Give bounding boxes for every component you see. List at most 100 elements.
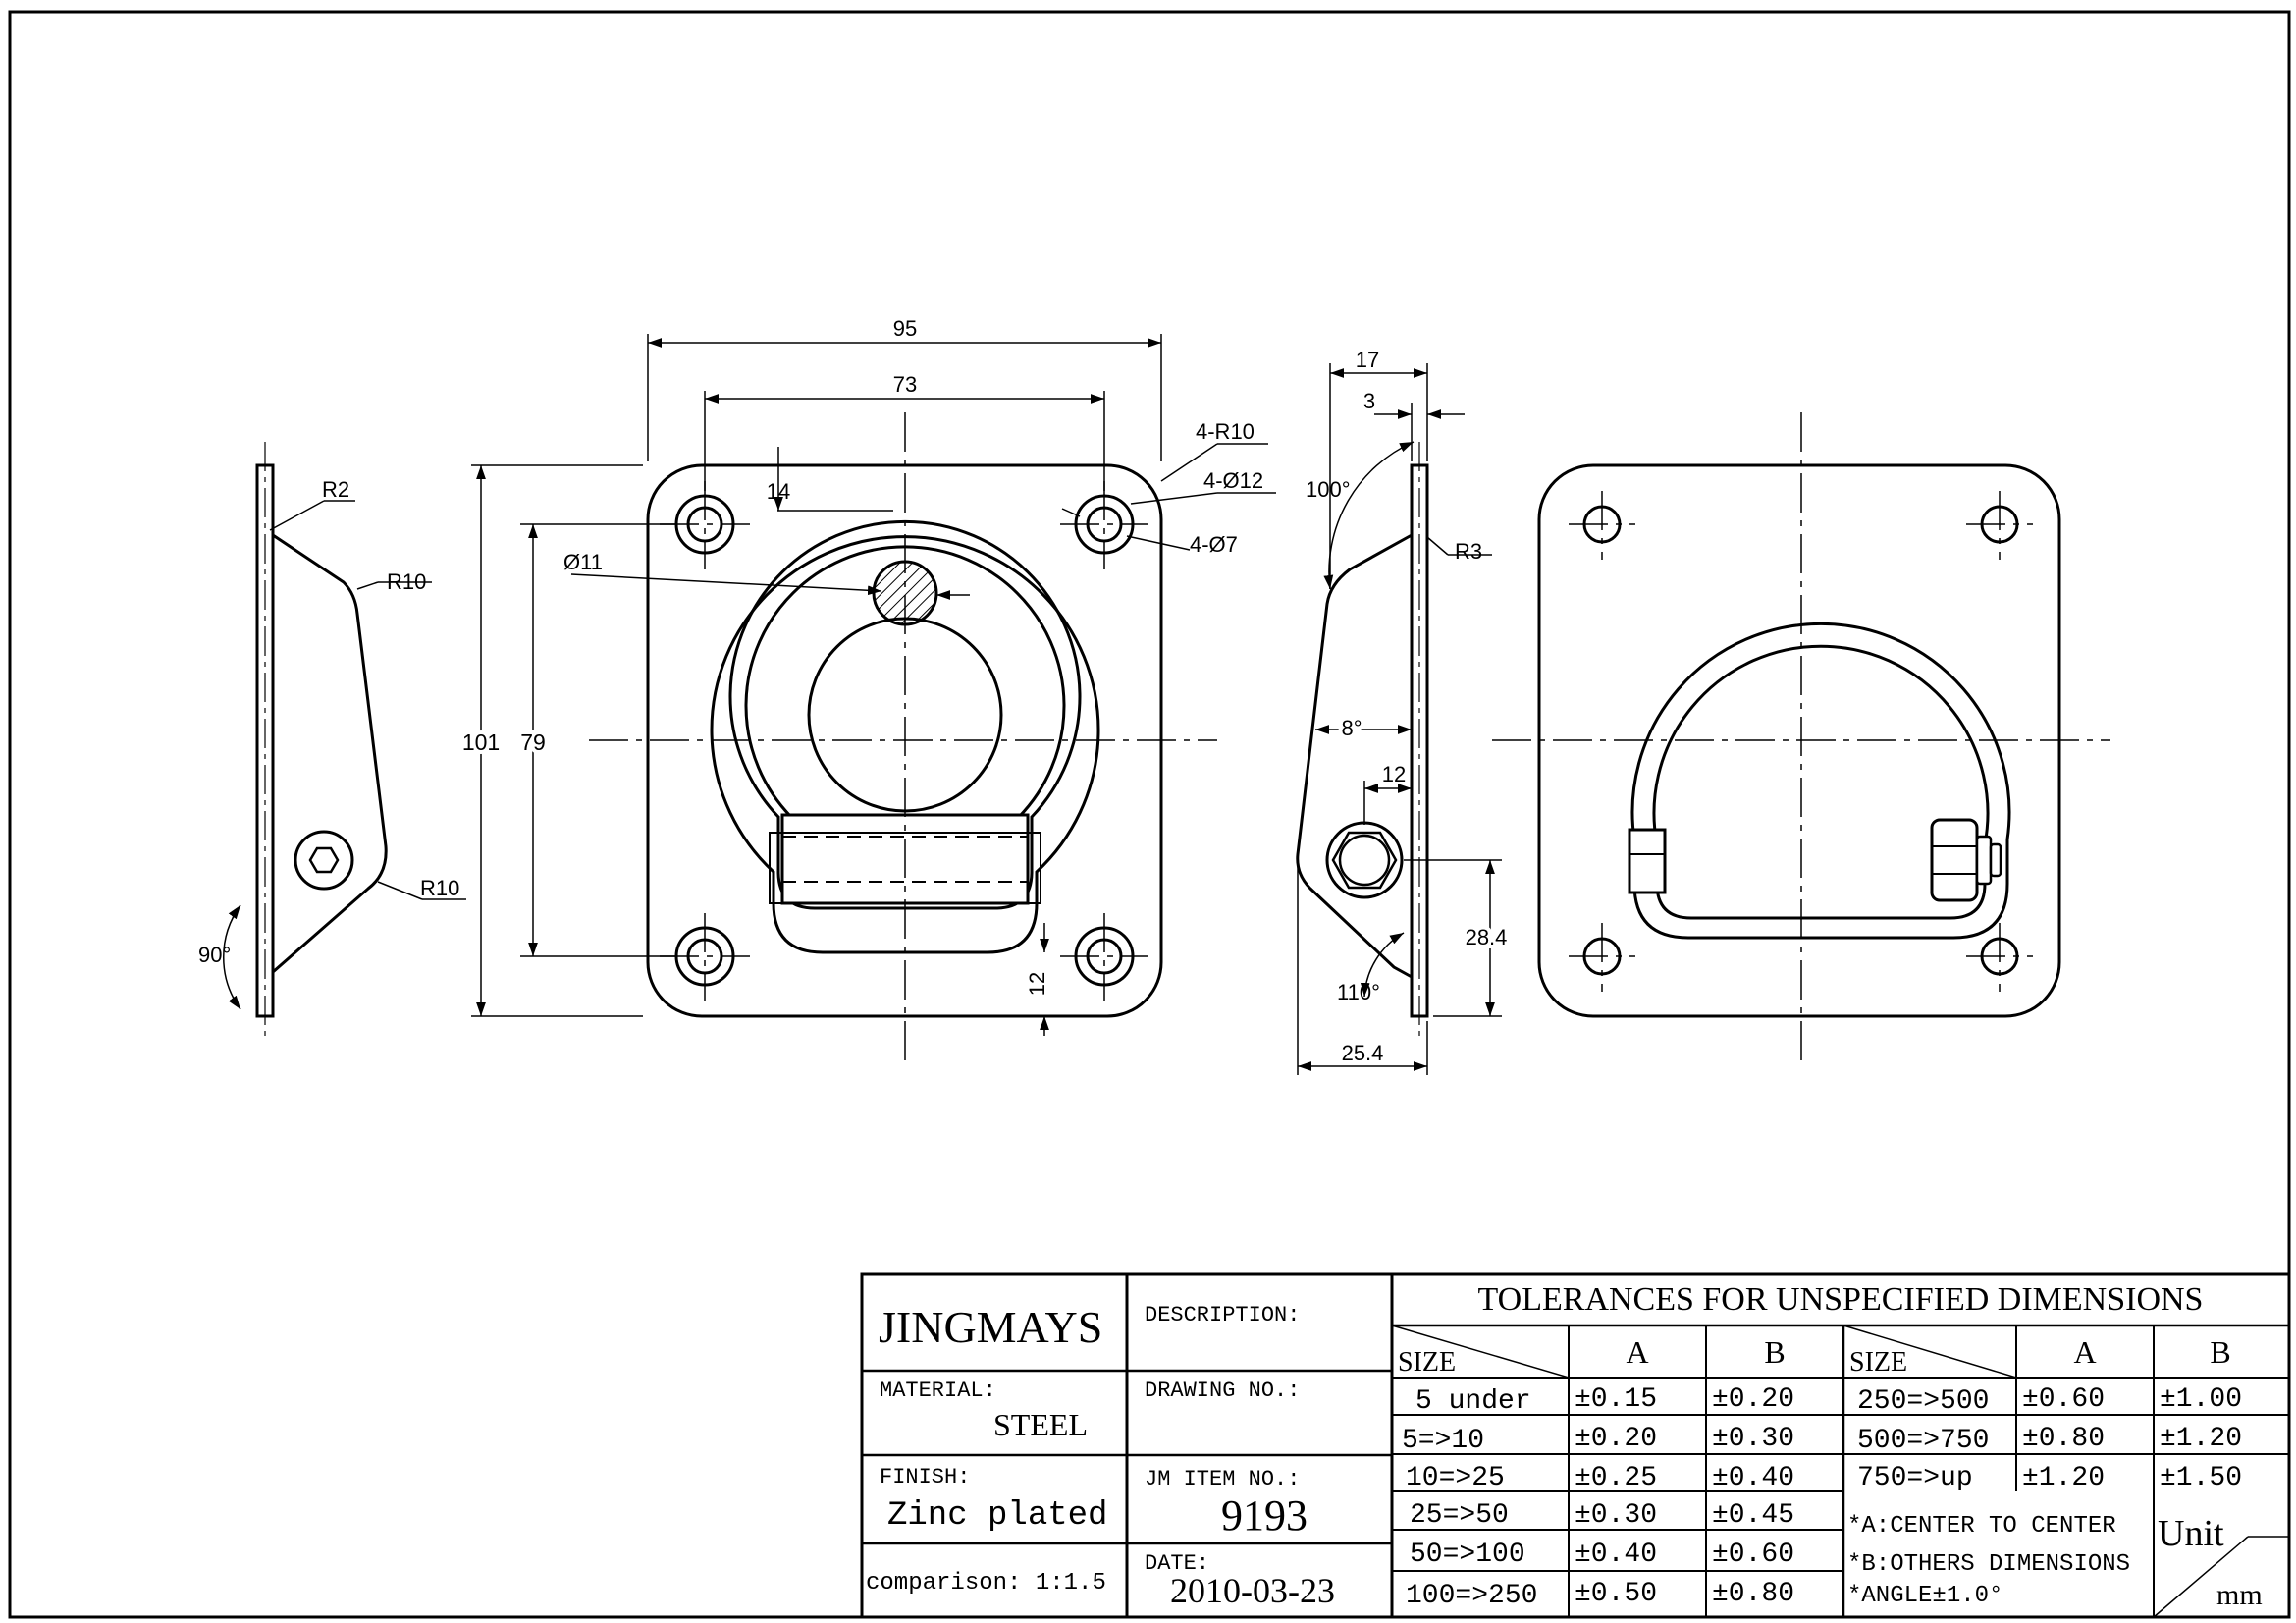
dim-r10-top: R10 xyxy=(387,569,426,594)
date-label: DATE: xyxy=(1145,1551,1209,1576)
side-dimensions xyxy=(1297,363,1502,1075)
dim-3: 3 xyxy=(1363,389,1375,413)
front-recess-outline xyxy=(710,535,1100,954)
a-header-right: A xyxy=(2073,1334,2096,1370)
front-centerlines xyxy=(589,412,1217,1062)
rear-nut-body xyxy=(1930,818,1979,902)
dim-79: 79 xyxy=(520,730,546,755)
finish-label: FINISH: xyxy=(880,1465,970,1489)
description-label: DESCRIPTION: xyxy=(1145,1303,1300,1327)
unit-label: Unit xyxy=(2158,1513,2224,1554)
title-block-text: JINGMAYS DESCRIPTION: MATERIAL: STEEL DR… xyxy=(866,1281,2263,1611)
front-dimension-labels: 95 73 14 4-R10 4-Ø12 4-Ø7 Ø11 101 79 12 xyxy=(458,316,1263,996)
dim-r3: R3 xyxy=(1455,539,1482,564)
left-bolt-hex xyxy=(308,846,340,874)
tol-left-b-1: ±0.30 xyxy=(1712,1424,1794,1454)
note-others-dimensions: *B:OTHERS DIMENSIONS xyxy=(1847,1551,2130,1578)
tol-left-size-2: 10=>25 xyxy=(1406,1463,1505,1493)
dim-28-4: 28.4 xyxy=(1466,925,1508,949)
left-bracket-profile xyxy=(272,533,388,974)
item-no-label: JM ITEM NO.: xyxy=(1145,1467,1300,1491)
rear-nut-cap xyxy=(1975,835,1993,886)
finish-value: Zinc plated xyxy=(887,1497,1107,1535)
left-side-labels: R2 R10 R10 90° xyxy=(198,477,459,967)
dim-12-bolt: 12 xyxy=(1382,762,1406,786)
material-value: STEEL xyxy=(993,1407,1088,1442)
tol-left-b-5: ±0.80 xyxy=(1712,1579,1794,1609)
side-bolt-outer xyxy=(1325,821,1404,899)
dim-95: 95 xyxy=(893,316,917,341)
rear-ring-inner xyxy=(1652,644,1990,920)
tol-left-a-2: ±0.25 xyxy=(1575,1463,1657,1493)
dim-90deg: 90° xyxy=(198,943,231,967)
left-side-view xyxy=(223,442,466,1036)
tol-right-a-1: ±0.80 xyxy=(2022,1424,2105,1454)
tol-right-b-0: ±1.00 xyxy=(2160,1384,2242,1415)
tol-right-size-0: 250=>500 xyxy=(1857,1386,1989,1417)
side-bolt-inner xyxy=(1338,834,1391,887)
tol-right-a-0: ±0.60 xyxy=(2022,1384,2105,1415)
material-label: MATERIAL: xyxy=(880,1379,996,1403)
dim-101: 101 xyxy=(462,730,500,755)
dim-4d12: 4-Ø12 xyxy=(1203,468,1263,493)
tol-right-size-1: 500=>750 xyxy=(1857,1426,1989,1456)
tol-left-size-5: 100=>250 xyxy=(1406,1581,1537,1611)
rear-view xyxy=(1492,412,2110,1065)
tol-left-b-4: ±0.60 xyxy=(1712,1540,1794,1570)
tol-left-a-4: ±0.40 xyxy=(1575,1540,1657,1570)
tol-left-a-3: ±0.30 xyxy=(1575,1500,1657,1531)
tol-left-a-0: ±0.15 xyxy=(1575,1384,1657,1415)
size-header-left: SIZE xyxy=(1398,1347,1456,1378)
front-dimensions xyxy=(471,334,1276,1036)
dim-r2: R2 xyxy=(322,477,349,502)
note-angle: *ANGLE±1.0° xyxy=(1847,1583,2002,1609)
dim-100deg: 100° xyxy=(1306,477,1351,502)
title-block xyxy=(860,1272,2291,1619)
dim-14: 14 xyxy=(767,479,790,504)
tol-right-b-1: ±1.20 xyxy=(2160,1424,2242,1454)
date-value: 2010-03-23 xyxy=(1170,1571,1335,1610)
size-header-right: SIZE xyxy=(1849,1347,1907,1378)
tol-left-size-0: 5 under xyxy=(1415,1386,1531,1417)
dim-8deg: 8° xyxy=(1341,716,1362,740)
sheet-border xyxy=(8,10,2291,1619)
tol-left-b-2: ±0.40 xyxy=(1712,1463,1794,1493)
tol-right-a-2: ±1.20 xyxy=(2022,1463,2105,1493)
left-bolt-outer xyxy=(294,830,354,891)
dim-17: 17 xyxy=(1356,348,1379,372)
tolerance-title: TOLERANCES FOR UNSPECIFIED DIMENSIONS xyxy=(1478,1281,2204,1318)
dim-25-4: 25.4 xyxy=(1342,1041,1384,1065)
side-dimension-labels: 17 3 100° R3 8° 12 28.4 110° 25.4 xyxy=(1306,348,1511,1065)
dim-12-bottom: 12 xyxy=(1025,972,1049,996)
rear-clip-left xyxy=(1628,828,1667,894)
comparison-scale: comparison: 1:1.5 xyxy=(866,1570,1106,1596)
tol-left-a-1: ±0.20 xyxy=(1575,1424,1657,1454)
tol-left-b-0: ±0.20 xyxy=(1712,1384,1794,1415)
drawing-no-label: DRAWING NO.: xyxy=(1145,1379,1300,1403)
side-bracket-profile xyxy=(1296,533,1413,979)
unit-value: mm xyxy=(2216,1579,2263,1611)
side-bolt-hex xyxy=(1331,831,1398,890)
tol-left-size-4: 50=>100 xyxy=(1410,1540,1525,1570)
dim-d11: Ø11 xyxy=(563,550,603,574)
dim-r10-bottom: R10 xyxy=(420,876,459,900)
b-header-right: B xyxy=(2210,1334,2230,1370)
tol-left-size-1: 5=>10 xyxy=(1402,1426,1484,1456)
side-section-view xyxy=(1296,442,1429,1036)
dim-4d7: 4-Ø7 xyxy=(1190,532,1238,557)
tol-left-b-3: ±0.45 xyxy=(1712,1500,1794,1531)
rear-centerlines xyxy=(1492,412,2110,1065)
rear-ring-outer xyxy=(1630,622,2011,940)
dim-73: 73 xyxy=(893,372,917,397)
tol-right-size-2: 750=>up xyxy=(1857,1463,1973,1493)
note-center-to-center: *A:CENTER TO CENTER xyxy=(1847,1513,2116,1540)
front-view xyxy=(589,412,1217,1062)
item-no-value: 9193 xyxy=(1221,1491,1308,1540)
tol-left-a-5: ±0.50 xyxy=(1575,1579,1657,1609)
company-name: JINGMAYS xyxy=(879,1302,1102,1352)
a-header-left: A xyxy=(1626,1334,1648,1370)
b-header-left: B xyxy=(1764,1334,1785,1370)
dim-110deg: 110° xyxy=(1337,980,1380,1004)
tol-left-size-3: 25=>50 xyxy=(1410,1500,1509,1531)
